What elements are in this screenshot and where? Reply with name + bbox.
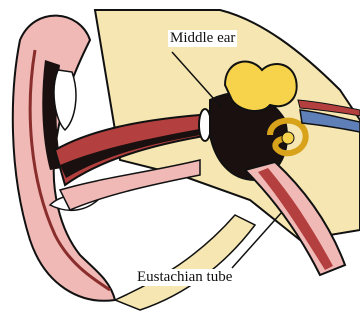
semicircular-canals	[225, 62, 297, 111]
lower-tissue	[115, 215, 255, 310]
eustachian-tube-label: Eustachian tube	[135, 269, 234, 286]
cochlea-center	[282, 132, 294, 144]
middle-ear-label: Middle ear	[168, 30, 237, 47]
